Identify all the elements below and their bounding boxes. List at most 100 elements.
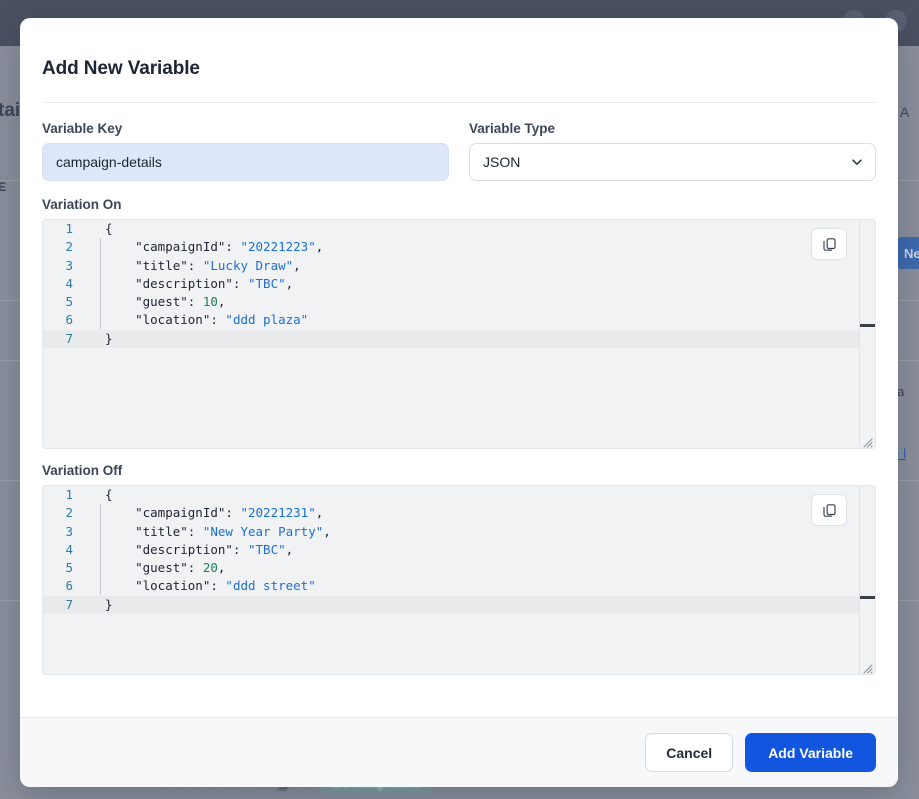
variable-key-input[interactable] <box>42 143 449 181</box>
line-number: 2 <box>65 239 73 255</box>
code-token-key: "guest": <box>105 294 203 310</box>
variable-type-select-wrap: JSON <box>469 143 876 181</box>
code-token-key: "title": <box>105 257 203 273</box>
code-token-key: "guest": <box>105 560 203 576</box>
line-number: 6 <box>65 578 73 594</box>
copy-icon[interactable] <box>811 494 847 526</box>
line-number: 5 <box>65 294 73 310</box>
code-line: 6 "location": "ddd street" <box>43 577 875 595</box>
code-token-punc: , <box>217 560 226 576</box>
resize-handle[interactable] <box>862 435 873 448</box>
copy-icon[interactable] <box>811 228 847 260</box>
line-number: 2 <box>65 505 73 521</box>
indent-guide <box>100 504 101 595</box>
resize-handle[interactable] <box>862 661 873 674</box>
code-token-str: "TBC" <box>248 541 286 557</box>
code-token-punc: , <box>315 505 324 521</box>
editor-block-variation-on: Variation On 1 {2 "campaignId": "20221223"… <box>42 197 876 449</box>
variable-type-select[interactable]: JSON <box>469 143 876 181</box>
variation-off-label: Variation Off <box>42 463 123 478</box>
code-text: "title": "New Year Party", <box>83 523 331 541</box>
code-token-punc: , <box>315 239 324 255</box>
code-token-punc: } <box>105 330 113 346</box>
code-text: { <box>83 220 113 238</box>
line-number: 1 <box>65 487 73 502</box>
line-number: 7 <box>65 330 73 346</box>
title-divider <box>42 102 876 103</box>
code-text: "campaignId": "20221223", <box>83 238 323 256</box>
variable-key-field: Variable Key <box>42 121 449 181</box>
modal-body: Add New Variable Variable Key Variable T… <box>20 18 898 717</box>
code-text: } <box>83 330 113 348</box>
code-area[interactable]: 1{2 "campaignId": "20221223",3 "title": … <box>43 220 875 448</box>
code-text: "description": "TBC", <box>83 541 293 559</box>
code-line: 4 "description": "TBC", <box>43 275 875 293</box>
editor-scrollbar[interactable] <box>859 220 875 448</box>
code-line: 2 "campaignId": "20221231", <box>43 504 875 522</box>
code-token-key: "campaignId": <box>105 239 241 255</box>
code-line: 6 "location": "ddd plaza" <box>43 311 875 329</box>
code-token-punc: , <box>293 257 301 273</box>
code-token-str: "New Year Party" <box>202 523 324 539</box>
line-number: 3 <box>65 523 73 539</box>
variable-key-label: Variable Key <box>42 121 123 136</box>
code-text: "guest": 10, <box>83 293 225 311</box>
line-number: 5 <box>65 560 73 576</box>
code-line: 3 "title": "New Year Party", <box>43 523 875 541</box>
variation-on-code-editor[interactable]: 1{2 "campaignId": "20221223",3 "title": … <box>42 219 876 449</box>
code-token-key: "location": <box>105 312 226 328</box>
scrollbar-thumb[interactable] <box>860 324 875 327</box>
code-text: "title": "Lucky Draw", <box>83 257 301 275</box>
code-token-key: "description": <box>105 541 248 557</box>
field-row: Variable Key Variable Type JSON <box>42 121 876 181</box>
code-token-num: 20 <box>202 560 218 576</box>
code-line: 3 "title": "Lucky Draw", <box>43 257 875 275</box>
code-line: 5 "guest": 20, <box>43 559 875 577</box>
add-variable-button[interactable]: Add Variable <box>745 733 876 772</box>
code-token-key: "campaignId": <box>105 505 241 521</box>
code-token-punc: , <box>285 541 294 557</box>
code-token-str: "Lucky Draw" <box>202 257 294 273</box>
code-line: 5 "guest": 10, <box>43 293 875 311</box>
code-line: 2 "campaignId": "20221223", <box>43 238 875 256</box>
code-line: 7} <box>43 595 875 615</box>
line-number: 3 <box>65 257 73 273</box>
code-line: 4 "description": "TBC", <box>43 541 875 559</box>
variable-type-field: Variable Type JSON <box>469 121 876 181</box>
code-text: "location": "ddd street" <box>83 577 316 595</box>
variation-off-code-editor[interactable]: 1{2 "campaignId": "20221231",3 "title": … <box>42 485 876 675</box>
line-number: 4 <box>65 275 73 291</box>
code-text: "guest": 20, <box>83 559 225 577</box>
code-area[interactable]: 1{2 "campaignId": "20221231",3 "title": … <box>43 486 875 674</box>
indent-guide <box>100 238 101 329</box>
code-token-punc: , <box>323 523 331 539</box>
code-line: 7} <box>43 329 875 349</box>
variation-on-label: Variation On <box>42 197 122 212</box>
line-number: 1 <box>65 221 73 236</box>
code-line: 1{ <box>43 486 875 504</box>
background-left-subtitle: E <box>0 180 7 194</box>
code-token-key: "description": <box>105 275 248 291</box>
code-token-key: "title": <box>105 523 203 539</box>
editor-scrollbar[interactable] <box>859 486 875 674</box>
code-token-punc: , <box>217 294 226 310</box>
code-text: { <box>83 486 113 504</box>
code-token-str: "20221231" <box>240 505 316 521</box>
add-variable-modal: Add New Variable Variable Key Variable T… <box>20 18 898 787</box>
code-token-str: "TBC" <box>248 275 286 291</box>
scrollbar-thumb[interactable] <box>860 596 875 599</box>
background-new-button[interactable]: Ne <box>896 237 919 269</box>
code-text: } <box>83 596 113 614</box>
line-number: 6 <box>65 312 73 328</box>
background-left-title: tai <box>0 100 21 121</box>
cancel-button[interactable]: Cancel <box>645 733 734 772</box>
code-token-key: "location": <box>105 578 226 594</box>
page-title: Add New Variable <box>42 58 200 79</box>
code-token-str: "ddd street" <box>225 578 316 594</box>
code-token-punc: , <box>285 275 294 291</box>
line-number: 4 <box>65 541 73 557</box>
code-token-punc: { <box>105 221 113 236</box>
variable-type-label: Variable Type <box>469 121 556 136</box>
